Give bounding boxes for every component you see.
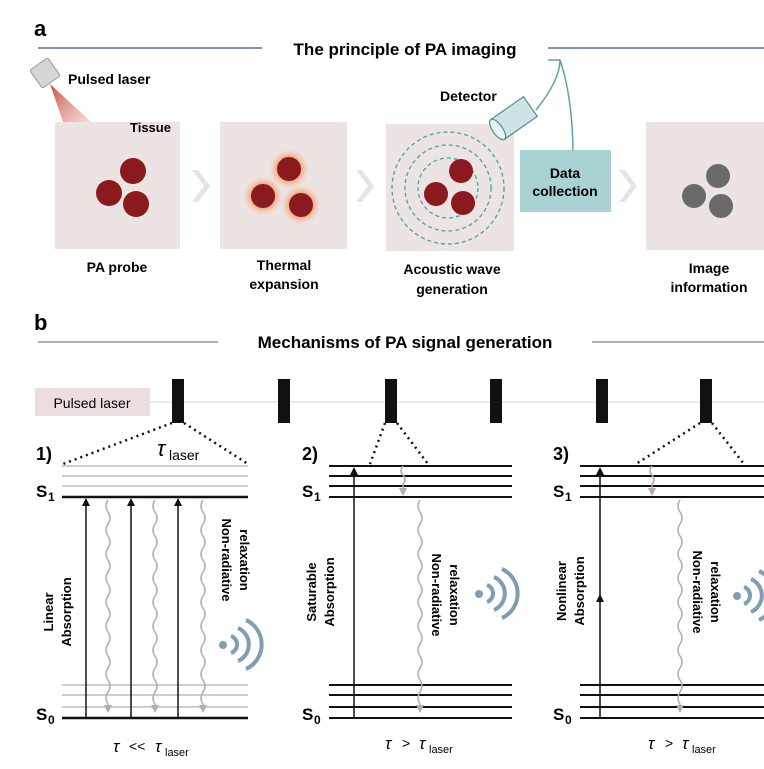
tissue-box-4 (646, 122, 764, 250)
case-3-label: 3) (553, 444, 569, 464)
cond-operator: << (129, 738, 145, 754)
step-2-label-1: Thermal (257, 257, 311, 273)
case-2-absorption-label-1: Saturable (304, 562, 319, 621)
case-3-diagram: 3) S 1 S 0 (553, 444, 764, 756)
cond-tau-laser: τ (155, 737, 163, 756)
case-1-diagram: 1) S 1 S 0 (36, 444, 264, 759)
sound-wave-icon (230, 618, 264, 671)
case-2-diagram: 2) S 1 S 0 Saturable Abso (302, 444, 520, 756)
case-1-relax-label-1: Non-radiative (219, 518, 234, 601)
tau-laser-subscript: laser (169, 447, 200, 463)
pulsed-laser-box (35, 388, 150, 416)
s1-label: S (553, 482, 564, 501)
sound-source-dot (733, 592, 741, 600)
cond-operator: > (665, 735, 673, 751)
cond-subscript: laser (429, 744, 453, 756)
sound-source-dot (219, 641, 227, 649)
step-2-label-2: expansion (249, 276, 318, 292)
case-1-upper-levels (62, 465, 248, 487)
chevron-icon (356, 170, 374, 202)
acoustic-waves (391, 131, 505, 245)
detector-label: Detector (440, 88, 497, 104)
cond-tau-laser: τ (682, 734, 690, 753)
acoustic-particles (424, 159, 475, 215)
pa-probe-particles (96, 158, 149, 217)
pulse-zoom-lines (62, 421, 745, 466)
case-2-absorption-label-2: Absorption (322, 557, 337, 626)
step-4-label-1: Image (689, 260, 730, 276)
detector-icon (489, 59, 574, 151)
case-2-condition: τ > τ laser (385, 734, 453, 756)
thermal-particles (243, 149, 321, 225)
data-collection-box (520, 150, 611, 212)
s0-sub: 0 (565, 713, 572, 727)
case-1-absorption-label-1: Linear (41, 592, 56, 631)
case-2-relax-label-1: Non-radiative (429, 553, 444, 636)
s1-sub: 1 (565, 490, 572, 504)
sound-wave-icon (743, 569, 764, 622)
image-particles (682, 164, 733, 218)
case-3-relax-label-1: Non-radiative (690, 550, 705, 633)
s1-sub: 1 (314, 490, 321, 504)
case-1-label: 1) (36, 444, 52, 464)
case-2-relax-label-2: relaxation (447, 564, 462, 625)
case-3-condition: τ > τ laser (648, 734, 716, 756)
cond-tau: τ (385, 734, 393, 753)
chevron-icon (619, 170, 637, 202)
step-1-label: PA probe (87, 259, 148, 275)
case-3-relaxation-waves (648, 465, 684, 713)
step-3-label-2: generation (416, 281, 488, 297)
case-3-upper-levels (580, 465, 764, 498)
data-collection-label-1: Data (550, 165, 581, 181)
case-3-lower-levels (580, 684, 764, 719)
cond-subscript: laser (165, 747, 189, 759)
s1-label: S (36, 482, 47, 501)
chevron-icon (192, 170, 210, 202)
case-3-relax-label-2: relaxation (708, 561, 723, 622)
case-3-absorption-label-1: Nonlinear (554, 561, 569, 621)
laser-pulses (172, 379, 712, 423)
panel-b: b Mechanisms of PA signal generation Pul… (34, 310, 764, 759)
case-2-relaxation-waves (399, 465, 424, 713)
laser-label: Pulsed laser (68, 71, 151, 87)
case-1-relaxation-waves (104, 499, 207, 713)
step-4-label-2: information (671, 279, 748, 295)
tissue-label: Tissue (130, 120, 171, 135)
sound-source-dot (475, 590, 483, 598)
s0-label: S (302, 705, 313, 724)
s0-sub: 0 (48, 713, 55, 727)
s0-label: S (553, 705, 564, 724)
panel-b-letter: b (34, 310, 47, 335)
cond-tau-laser: τ (419, 734, 427, 753)
case-1-relax-label-2: relaxation (237, 529, 252, 590)
step-3-label-1: Acoustic wave (403, 261, 500, 277)
case-2-upper-levels (329, 465, 512, 498)
tau-laser-symbol: τ (157, 436, 167, 461)
cond-tau: τ (648, 734, 656, 753)
case-2-label: 2) (302, 444, 318, 464)
case-3-absorption-label-2: Absorption (572, 556, 587, 625)
panel-a-letter: a (34, 16, 47, 41)
data-collection-label-2: collection (532, 183, 597, 199)
case-1-absorption-label-2: Absorption (59, 577, 74, 646)
case-1-absorption-arrows (82, 498, 182, 718)
panel-a-title: The principle of PA imaging (294, 40, 517, 59)
pulsed-laser-label: Pulsed laser (53, 395, 130, 411)
s1-sub: 1 (48, 490, 55, 504)
s0-label: S (36, 705, 47, 724)
s1-label: S (302, 482, 313, 501)
panel-a: a The principle of PA imaging Pulsed las… (29, 16, 764, 297)
cond-operator: > (402, 735, 410, 751)
case-1-condition: τ << τ laser (113, 737, 189, 759)
cond-tau: τ (113, 737, 121, 756)
sound-wave-icon (486, 567, 520, 620)
s0-sub: 0 (314, 713, 321, 727)
panel-b-title: Mechanisms of PA signal generation (258, 333, 553, 352)
cond-subscript: laser (692, 744, 716, 756)
